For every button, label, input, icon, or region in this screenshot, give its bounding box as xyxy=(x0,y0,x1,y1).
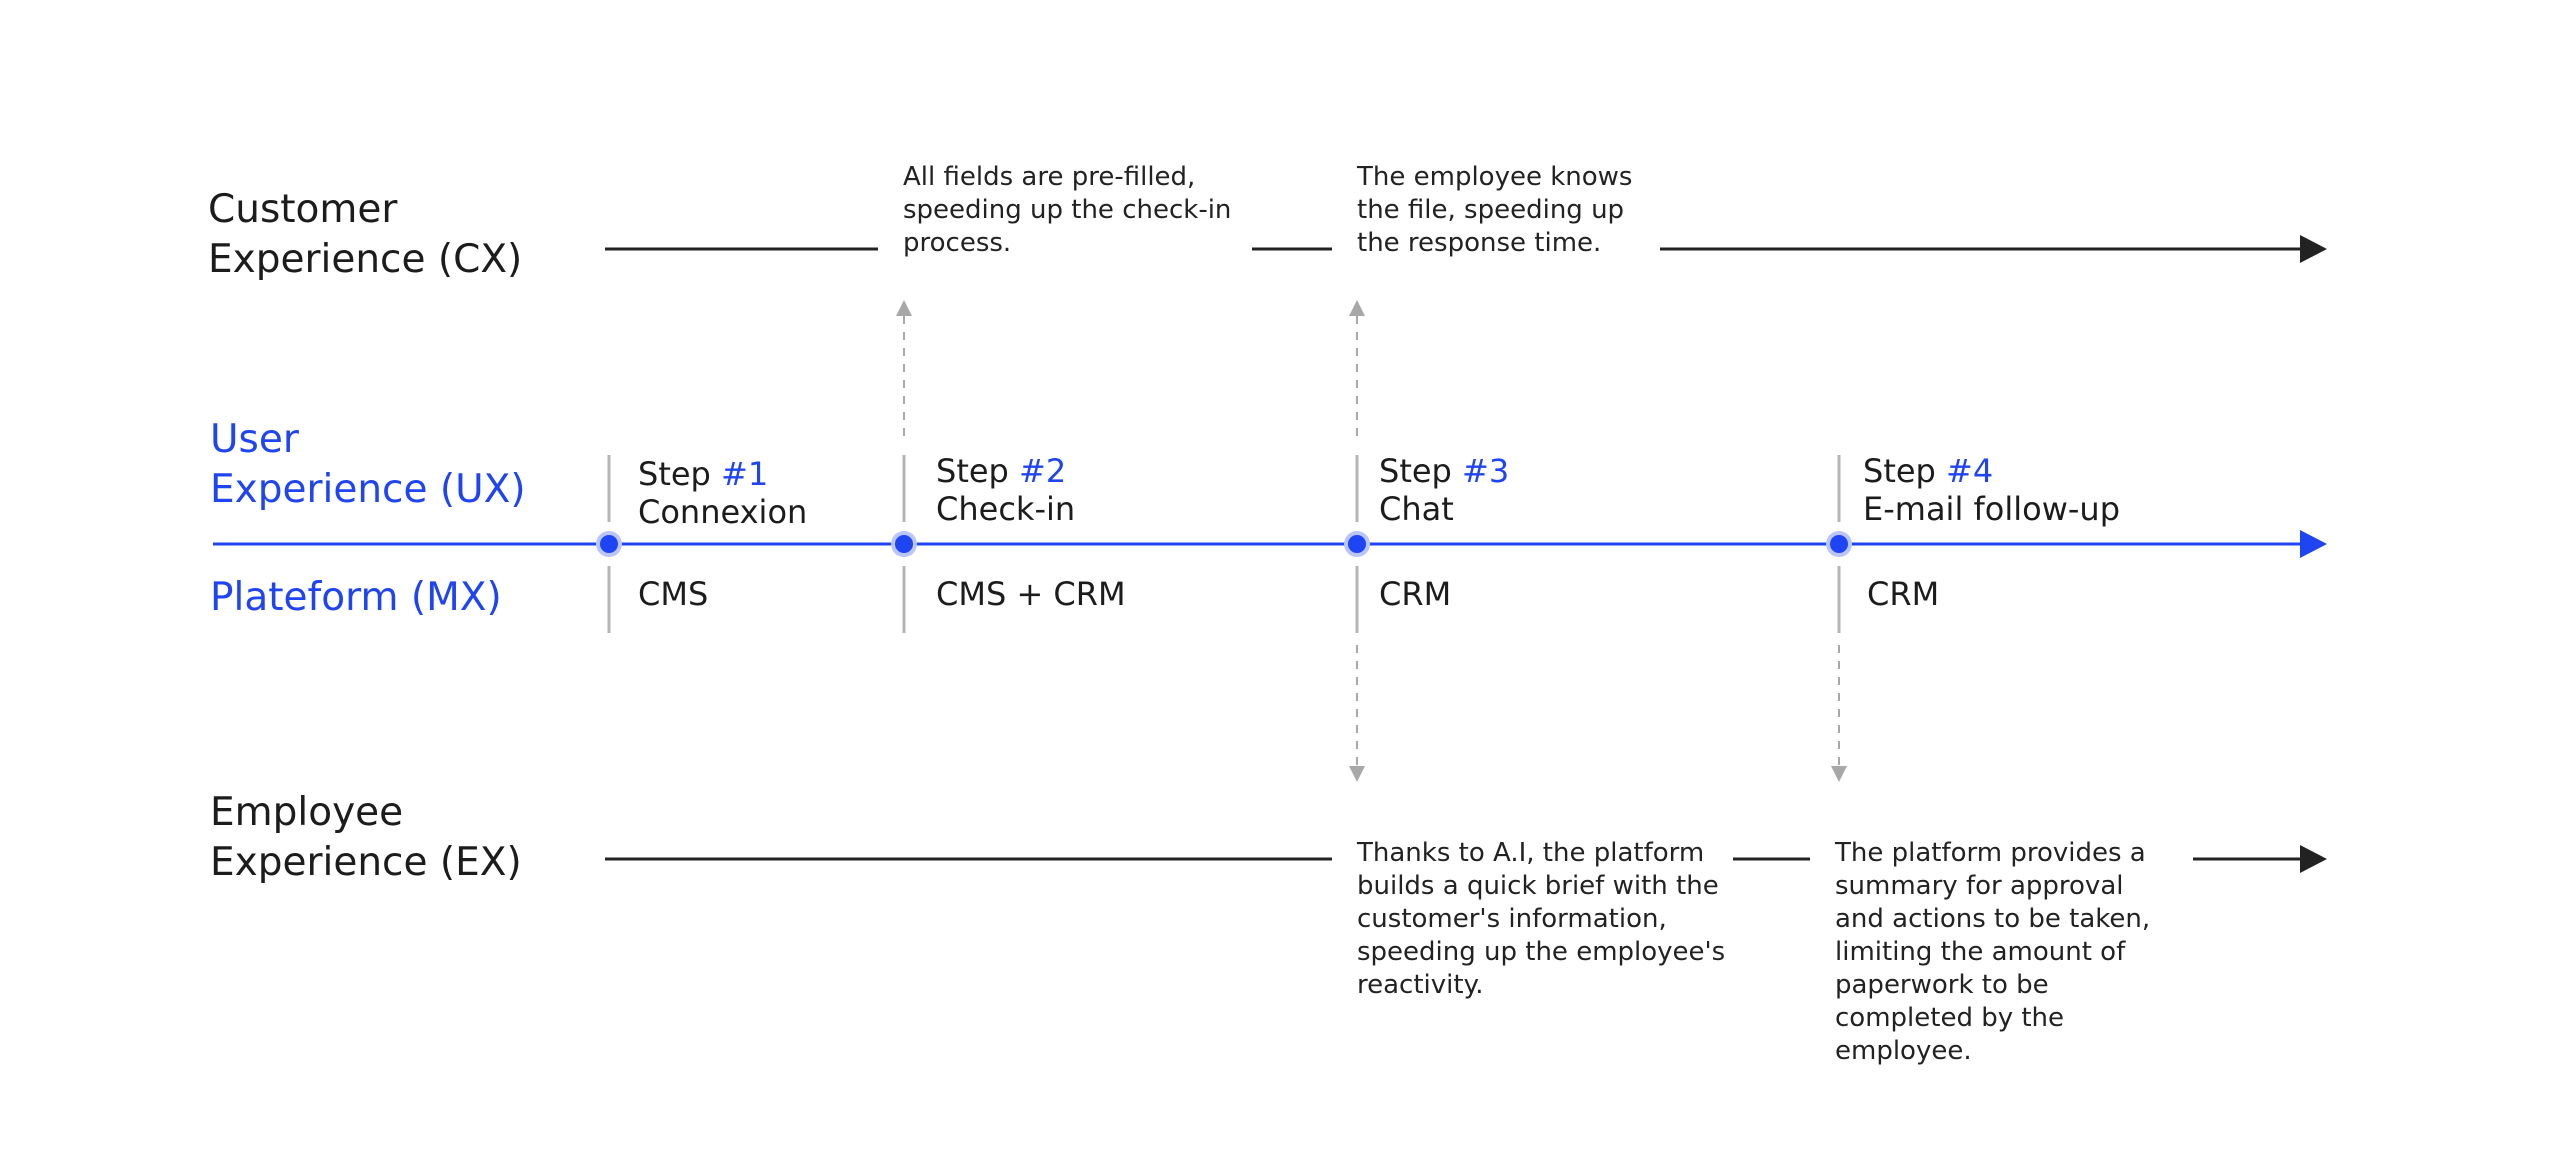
step-4-title: Step #4 xyxy=(1863,452,1994,490)
ux-row-label: User Experience (UX) xyxy=(210,417,526,512)
cx-row-label: Customer Experience (CX) xyxy=(208,187,523,282)
step-1-platform: CMS xyxy=(638,575,709,613)
step-1-title: Step #1 xyxy=(638,455,769,493)
step-2-name: Check-in xyxy=(936,490,1076,528)
ex-row-label: Employee Experience (EX) xyxy=(210,790,522,885)
step-3-name: Chat xyxy=(1379,490,1454,528)
step-4-name: E-mail follow-up xyxy=(1863,490,2121,528)
cx-connectors xyxy=(896,300,1365,436)
ex-timeline xyxy=(605,845,2327,873)
mx-row-label: Plateform (MX) xyxy=(210,575,502,620)
step-2-number: #2 xyxy=(1019,452,1067,490)
step-3: Step #3 Chat xyxy=(1379,452,1509,528)
ux-arrowhead xyxy=(2300,530,2327,558)
ux-timeline xyxy=(213,530,2327,558)
cx-note-step2: All fields are pre-filled, speeding up t… xyxy=(903,162,1232,258)
step-3-platform: CRM xyxy=(1379,575,1452,613)
step-dots xyxy=(596,531,1852,557)
step-2: Step #2 Check-in xyxy=(936,452,1075,528)
step-1-number: #1 xyxy=(721,455,769,493)
cx-note-step3: The employee knows the file, speeding up… xyxy=(1357,162,1633,258)
ex-arrowhead xyxy=(2300,845,2327,873)
cx-timeline xyxy=(605,235,2327,263)
step-3-number: #3 xyxy=(1462,452,1510,490)
ex-connectors xyxy=(1349,645,1847,782)
step-2-platform: CMS + CRM xyxy=(936,575,1126,613)
ex-note-step4: The platform provides a summary for appr… xyxy=(1835,838,2151,1066)
step-ticks xyxy=(607,455,1841,633)
step-1-name: Connexion xyxy=(638,493,808,531)
step-1: Step #1 Connexion xyxy=(638,455,807,531)
ex-note-step3: Thanks to A.I, the platform builds a qui… xyxy=(1357,838,1726,1000)
step-4-number: #4 xyxy=(1946,452,1994,490)
step-3-title: Step #3 xyxy=(1379,452,1510,490)
step-4: Step #4 E-mail follow-up xyxy=(1863,452,2120,528)
step-4-platform: CRM xyxy=(1867,575,1940,613)
step-2-title: Step #2 xyxy=(936,452,1067,490)
cx-arrowhead xyxy=(2300,235,2327,263)
